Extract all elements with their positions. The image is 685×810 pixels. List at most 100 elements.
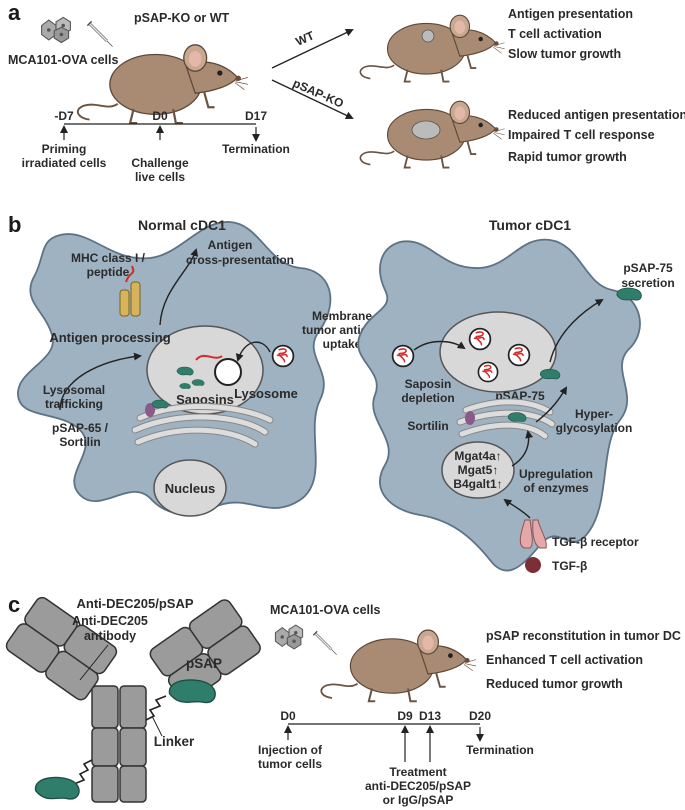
antigen-processing-label: Antigen processing <box>49 330 170 345</box>
priming-label-2: irradiated cells <box>22 156 107 170</box>
cells-label: MCA101-OVA cells <box>8 53 119 67</box>
tgf-receptor-label: TGF-β receptor <box>552 535 639 549</box>
c-outcome: pSAP reconstitution in tumor DC <box>486 629 681 643</box>
tgf-beta-ligand-icon <box>525 557 541 573</box>
wt-outcome: T cell activation <box>508 27 602 41</box>
uptake-label-3: uptake <box>323 337 362 351</box>
priming-label-1: Priming <box>42 142 87 156</box>
antibody-label-2: antibody <box>84 629 136 643</box>
antigen-vesicle-icon <box>477 361 499 383</box>
tumor-antigen-icon <box>391 344 415 368</box>
tick-minus-d7: -D7 <box>54 109 74 123</box>
peptide-strand-icon <box>195 354 223 361</box>
peptide-label: peptide <box>87 265 130 279</box>
psap75-icon <box>539 368 561 380</box>
termination-label: Termination <box>222 142 290 156</box>
hyperglycosylation-1: Hyper- <box>575 407 613 421</box>
tumor-cells-icon <box>274 624 304 650</box>
sortilin-icon <box>145 403 155 417</box>
upregulation-label-1: Upregulation <box>519 467 593 481</box>
injection-label-1: Injection of <box>258 743 323 757</box>
c-outcome: Enhanced T cell activation <box>486 653 643 667</box>
trafficking-label-2: trafficking <box>45 397 103 411</box>
antigen-vesicle-icon <box>468 327 492 351</box>
secretion-label-2: secretion <box>621 276 674 290</box>
syringe-icon <box>86 20 114 48</box>
lysosome-label: Lysosome <box>234 386 298 401</box>
hyperglycosylation-2: glycosylation <box>556 421 633 435</box>
panel-c-outcomes: pSAP reconstitution in tumor DC Enhanced… <box>486 629 681 691</box>
psap-domain-icon <box>168 679 216 704</box>
saposin-icon <box>191 379 205 386</box>
tick-d20-c: D20 <box>469 709 491 723</box>
antibody-leader-line <box>79 644 109 681</box>
tgf-beta-receptor-icon <box>519 519 547 549</box>
linker-label: Linker <box>154 734 195 749</box>
uptake-arrow-tumor <box>413 340 466 351</box>
saposin-icon <box>179 383 191 389</box>
tick-d0: D0 <box>152 109 168 123</box>
treatment-label-3: or IgG/pSAP <box>383 793 454 807</box>
tumor-cells-icon <box>41 16 71 44</box>
cells-label-c: MCA101-OVA cells <box>270 603 381 617</box>
normal-cdc1-title: Normal cDC1 <box>138 217 226 233</box>
hyperglycosylation-arrow <box>535 386 568 423</box>
tick-d17: D17 <box>245 109 267 123</box>
wt-mouse-icon <box>359 14 505 83</box>
nucleus-label: Nucleus <box>165 481 216 496</box>
tick-d9-c: D9 <box>397 709 413 723</box>
panel-c-letter: c <box>8 592 20 617</box>
psap-label: pSAP <box>186 656 222 671</box>
treated-mouse-icon <box>320 629 476 703</box>
timeline-c-ticks: D0 D9 D13 D20 <box>280 709 491 723</box>
sortilin-icon <box>465 411 475 425</box>
antigen-vesicle-icon <box>214 358 242 386</box>
psap65-label-2: Sortilin <box>59 435 100 449</box>
tumor-cdc1-title: Tumor cDC1 <box>489 217 571 233</box>
saposin-icon <box>176 366 194 376</box>
c-outcome: Reduced tumor growth <box>486 677 623 691</box>
enzyme-label: Mgat5↑ <box>458 463 499 477</box>
ko-outcome: Impaired T cell response <box>508 128 655 142</box>
termination-label-c: Termination <box>466 743 534 757</box>
ko-outcomes: Reduced antigen presentation Impaired T … <box>508 108 685 164</box>
timeline-a-ticks: -D7 D0 D17 <box>54 109 267 123</box>
wt-outcome: Slow tumor growth <box>508 47 621 61</box>
syringe-icon <box>312 630 338 656</box>
tick-d0-c: D0 <box>280 709 296 723</box>
ko-outcome: Reduced antigen presentation <box>508 108 685 122</box>
mouse-label: pSAP-KO or WT <box>134 11 229 25</box>
ko-arrow <box>271 79 354 120</box>
psap-domain-icon <box>34 776 80 800</box>
uptake-arrow-normal <box>235 341 271 362</box>
psap65-label-1: pSAP-65 / <box>52 421 109 435</box>
lysosome-tumor <box>439 311 557 393</box>
cross-presentation-arrow <box>159 248 199 326</box>
mhc-class-i-icon <box>119 265 141 317</box>
mhc-label: MHC class I / <box>71 251 146 265</box>
large-tumor-icon <box>411 120 441 140</box>
tgf-label: TGF-β <box>552 559 587 573</box>
linker-leader-line <box>151 715 163 737</box>
injection-label-2: tumor cells <box>258 757 322 771</box>
tgf-signal-arrow <box>503 498 531 519</box>
cross-presentation-label-1: Antigen <box>208 238 253 252</box>
tick-d13-c: D13 <box>419 709 441 723</box>
tumor-antigen-icon <box>271 344 295 368</box>
panel-a-letter: a <box>8 0 21 25</box>
psap75-golgi-icon <box>507 412 527 422</box>
sortilin-label: Sortilin <box>407 419 448 433</box>
upregulation-arrow <box>511 430 534 467</box>
antibody-label-1: Anti-DEC205 <box>72 614 148 628</box>
challenge-label-1: Challenge <box>131 156 189 170</box>
psap65-icon <box>151 399 169 409</box>
secretion-label-1: pSAP-75 <box>623 261 673 275</box>
wt-label: WT <box>294 28 317 49</box>
upregulation-label-2: of enzymes <box>523 481 589 495</box>
trafficking-label-1: Lysosomal <box>43 383 105 397</box>
wt-outcome: Antigen presentation <box>508 7 633 21</box>
panel-b-letter: b <box>8 212 21 237</box>
nucleus-tumor <box>441 441 515 499</box>
enzyme-label: Mgat4a↑ <box>454 449 501 463</box>
